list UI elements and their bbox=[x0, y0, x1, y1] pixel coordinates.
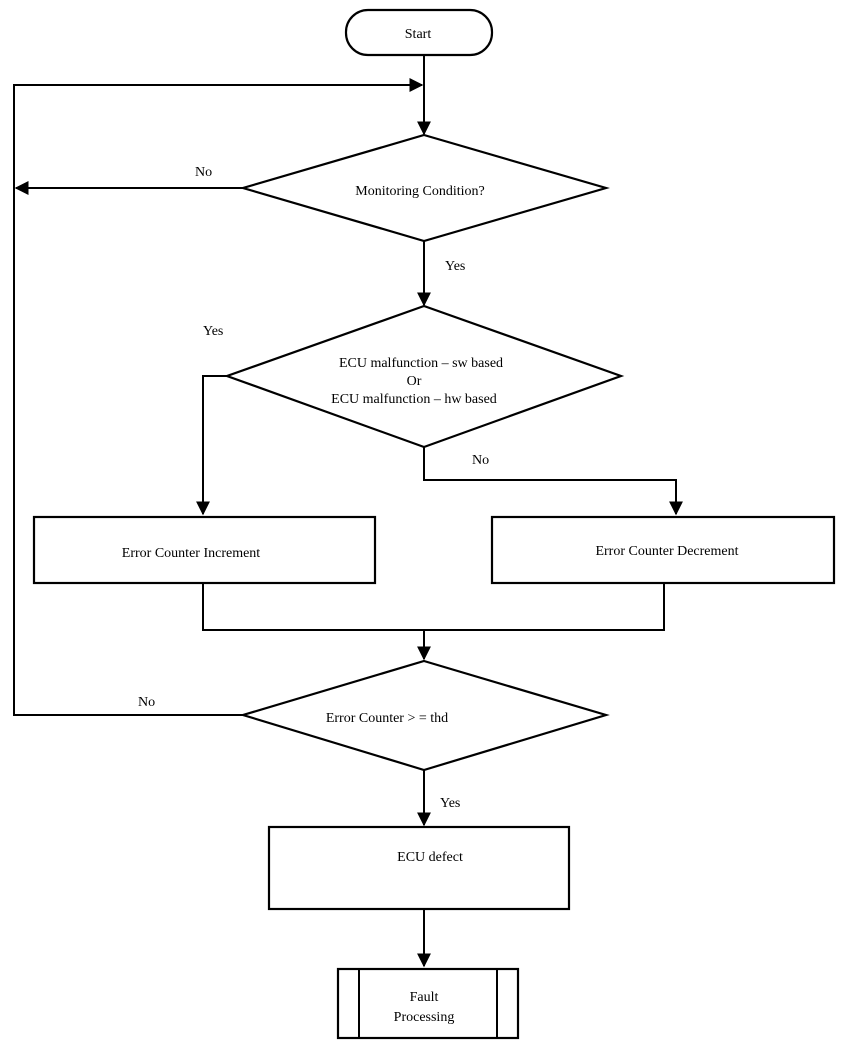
malfunction-label-line1: ECU malfunction – sw based bbox=[339, 356, 503, 371]
connector-loop-back bbox=[13, 78, 424, 716]
malfunction-label-line3: ECU malfunction – hw based bbox=[331, 392, 497, 407]
threshold-label: Error Counter > = thd bbox=[326, 711, 448, 726]
malfunction-no-label: No bbox=[472, 453, 489, 468]
monitoring-condition-label: Monitoring Condition? bbox=[355, 184, 485, 199]
error-counter-decrement-label: Error Counter Decrement bbox=[595, 544, 738, 559]
monitoring-no-label: No bbox=[195, 165, 212, 180]
malfunction-yes-label: Yes bbox=[203, 324, 223, 339]
monitoring-yes-label: Yes bbox=[445, 259, 465, 274]
error-counter-increment-label: Error Counter Increment bbox=[122, 546, 260, 561]
connector-malfunction-yes bbox=[196, 375, 227, 516]
malfunction-decision bbox=[223, 304, 625, 449]
threshold-no-label: No bbox=[138, 695, 155, 710]
threshold-yes-label: Yes bbox=[440, 796, 460, 811]
connector-malfunction-no bbox=[423, 447, 683, 516]
fault-processing-label-line2: Processing bbox=[394, 1010, 455, 1025]
fault-processing-label-line1: Fault bbox=[410, 990, 439, 1005]
ecu-defect-label: ECU defect bbox=[397, 850, 463, 865]
malfunction-label-line2: Or bbox=[407, 374, 422, 389]
start-label: Start bbox=[405, 27, 432, 42]
fault-processing-box bbox=[336, 967, 520, 1040]
start-terminator bbox=[344, 8, 494, 57]
connector-increment-merge bbox=[202, 583, 665, 631]
ecu-defect-box bbox=[267, 825, 571, 911]
error-counter-increment-box bbox=[32, 515, 377, 585]
